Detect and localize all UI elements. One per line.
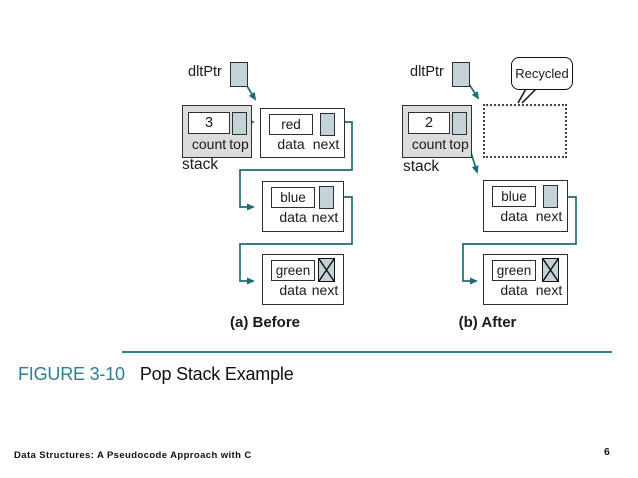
caption-rule [122, 351, 612, 353]
figure-caption: FIGURE 3-10 Pop Stack Example [18, 364, 294, 385]
data-label: data [279, 209, 307, 225]
next-pointer-box [543, 185, 558, 208]
node-blue: blue data next [262, 181, 344, 232]
node-blue: blue data next [483, 180, 568, 232]
dltptr-pointer-box [452, 62, 470, 87]
stack-head-node: 3 count top [182, 105, 252, 158]
data-label: data [279, 282, 307, 298]
count-value: 2 [408, 112, 450, 134]
count-label: count [411, 136, 447, 152]
pointer-label: dltPtr [188, 64, 222, 80]
data-label: data [500, 282, 528, 298]
top-label: top [229, 136, 249, 152]
node-data-value: green [271, 260, 315, 281]
next-label: next [311, 282, 339, 298]
footer-book-title: Data Structures: A Pseudocode Approach w… [14, 450, 252, 461]
page-number: 6 [604, 446, 610, 458]
stack-label: stack [182, 156, 219, 173]
top-label: top [449, 136, 469, 152]
node-red: red data next [260, 108, 345, 158]
stack-head-node: 2 count top [402, 105, 472, 158]
top-pointer-box [232, 112, 247, 135]
data-label: data [277, 136, 305, 152]
caption-after: (b) After [458, 314, 517, 331]
next-pointer-box [320, 113, 335, 136]
node-green: green data next [262, 254, 344, 305]
node-green: green data next [483, 254, 568, 305]
dltptr-pointer-box [230, 62, 248, 87]
next-label: next [311, 209, 339, 225]
node-data-value: red [269, 114, 313, 135]
null-pointer-icon [318, 258, 335, 282]
top-pointer-box [452, 112, 467, 135]
next-label: next [535, 282, 563, 298]
recycled-callout: Recycled [511, 57, 573, 90]
null-pointer-icon [542, 258, 559, 282]
data-label: data [500, 208, 528, 224]
next-label: next [535, 208, 563, 224]
stack-label: stack [403, 158, 440, 175]
next-label: next [312, 136, 340, 152]
node-data-value: green [492, 260, 536, 281]
count-value: 3 [188, 112, 230, 134]
figure-number: FIGURE 3-10 [18, 364, 125, 384]
next-pointer-box [319, 186, 334, 209]
pointer-label: dltPtr [410, 64, 444, 80]
node-data-value: blue [271, 187, 315, 208]
count-label: count [191, 136, 227, 152]
recycled-node-box [483, 104, 567, 158]
node-data-value: blue [492, 186, 536, 207]
figure-title: Pop Stack Example [139, 364, 294, 384]
caption-before: (a) Before [229, 314, 300, 331]
